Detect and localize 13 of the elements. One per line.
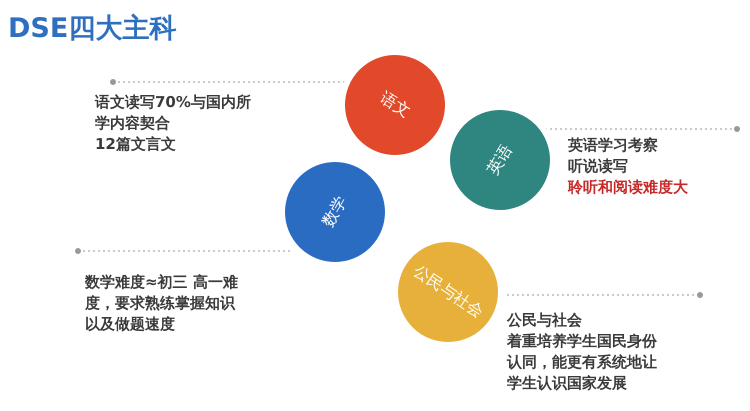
note-text: 英语学习考察 — [568, 135, 659, 156]
note-text: 数学难度≈初三 高一难度，要求熟练掌握知识以及做题速度 — [85, 272, 239, 335]
title: DSE四大主科 — [8, 12, 176, 46]
subject-label: 数学 — [318, 192, 352, 232]
note-text: 12篇文言文 — [95, 134, 177, 155]
note-text: 聆听和阅读难度大 — [568, 177, 689, 198]
note-text: 听说读写 — [568, 156, 629, 177]
note-text: 公民与社会 — [507, 310, 583, 331]
note-text: 着重培养学生国民身份认同，能更有系统地让学生认识国家发展 — [507, 331, 658, 394]
note-text: 语文读写70%与国内所学内容契合 — [95, 92, 252, 134]
subject-label: 公民与社会 — [409, 260, 488, 324]
subject-label: 语文 — [376, 88, 414, 122]
subject-label: 英语 — [482, 140, 517, 180]
